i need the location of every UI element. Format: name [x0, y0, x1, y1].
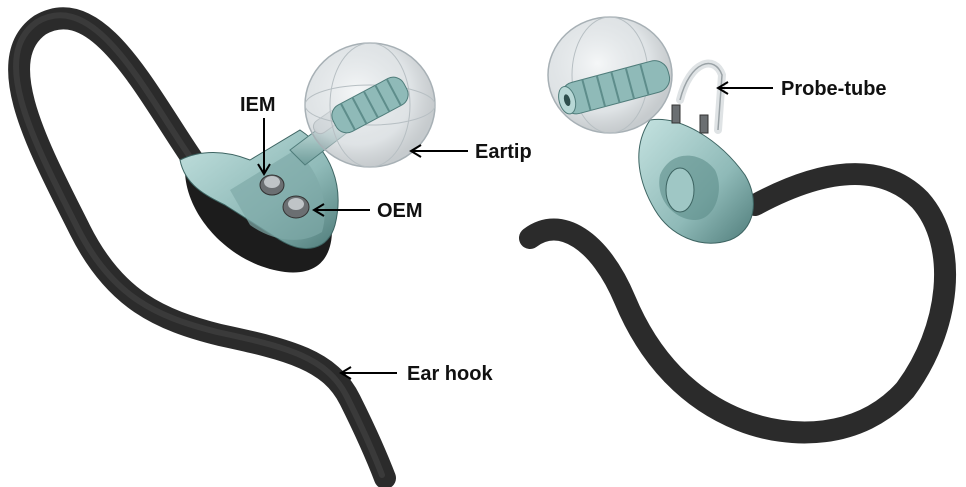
- oem-port: [283, 196, 309, 218]
- eartip-label: Eartip: [475, 141, 532, 163]
- left-device: [16, 15, 435, 478]
- iem-port: [260, 175, 284, 195]
- oem-label: OEM: [377, 200, 423, 222]
- probe-tube-label: Probe-tube: [781, 78, 887, 100]
- iem-label: IEM: [240, 94, 276, 116]
- ear-hook-label: Ear hook: [407, 363, 493, 385]
